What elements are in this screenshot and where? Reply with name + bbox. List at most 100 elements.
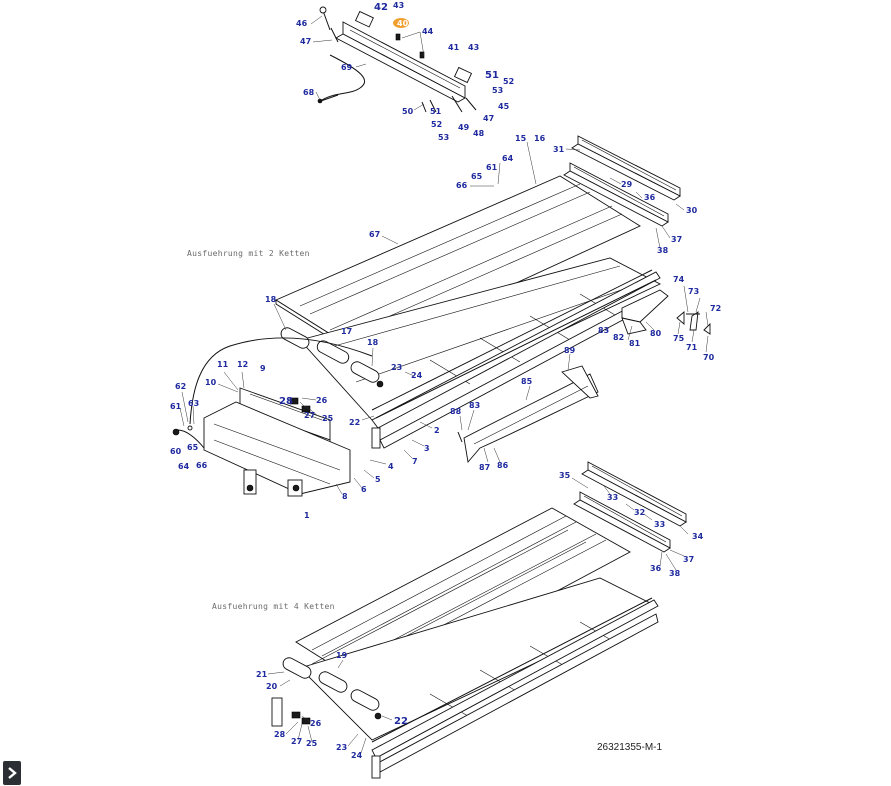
callout-label[interactable]: 37: [683, 555, 694, 564]
callout-label[interactable]: 19: [336, 651, 348, 660]
callout-label[interactable]: 43: [468, 43, 479, 52]
callout-label[interactable]: 16: [534, 134, 546, 143]
callout-label[interactable]: 64: [178, 462, 190, 471]
callout-label[interactable]: 6: [361, 485, 367, 494]
callout-label[interactable]: 37: [671, 235, 682, 244]
callout-label[interactable]: 74: [673, 275, 685, 284]
callout-label[interactable]: 66: [196, 461, 208, 470]
callout-label[interactable]: 26: [316, 396, 328, 405]
callout-label[interactable]: 50: [402, 107, 414, 116]
callout-label[interactable]: 1: [304, 511, 310, 520]
callout-label[interactable]: 22: [394, 716, 408, 727]
callout-label[interactable]: 8: [342, 492, 348, 501]
callout-label[interactable]: 51: [485, 70, 499, 81]
callout-label[interactable]: 26: [310, 719, 322, 728]
callout-label[interactable]: 23: [336, 743, 347, 752]
callout-label[interactable]: 17: [341, 327, 352, 336]
callout-label[interactable]: 18: [367, 338, 379, 347]
callout-label[interactable]: 38: [657, 246, 669, 255]
callout-label[interactable]: 65: [187, 443, 199, 452]
callout-label[interactable]: 72: [710, 304, 721, 313]
callout-label[interactable]: 51: [430, 107, 442, 116]
callout-label[interactable]: 34: [692, 532, 704, 541]
callout-label[interactable]: 80: [650, 329, 662, 338]
callout-label[interactable]: 85: [521, 377, 533, 386]
callout-label[interactable]: 33: [654, 520, 665, 529]
callout-label[interactable]: 52: [503, 77, 514, 86]
callout-label[interactable]: 52: [431, 120, 442, 129]
callout-label[interactable]: 48: [473, 129, 485, 138]
callout-label[interactable]: 66: [456, 181, 468, 190]
callout-label[interactable]: 87: [479, 463, 490, 472]
callout-label[interactable]: 83: [469, 401, 480, 410]
callout-label[interactable]: 18: [265, 295, 277, 304]
callout-label-highlighted[interactable]: 40: [397, 19, 409, 28]
callout-label[interactable]: 32: [634, 508, 645, 517]
callout-label[interactable]: 42: [374, 2, 388, 13]
callout-label[interactable]: 24: [351, 751, 363, 760]
expand-panel-button[interactable]: [3, 761, 21, 785]
callout-label[interactable]: 89: [564, 346, 576, 355]
callout-label[interactable]: 65: [471, 172, 483, 181]
callout-label[interactable]: 64: [502, 154, 514, 163]
callout-label[interactable]: 10: [205, 378, 217, 387]
callout-label[interactable]: 70: [703, 353, 715, 362]
variant-label-two-chains: Ausfuehrung mit 2 Ketten: [187, 249, 310, 258]
callout-label[interactable]: 68: [303, 88, 315, 97]
callout-label[interactable]: 46: [296, 19, 308, 28]
callout-label[interactable]: 11: [217, 360, 229, 369]
callout-label[interactable]: 23: [391, 363, 402, 372]
callout-label[interactable]: 2: [434, 426, 440, 435]
callout-label[interactable]: 49: [458, 123, 470, 132]
callout-label[interactable]: 36: [644, 193, 656, 202]
callout-label[interactable]: 29: [621, 180, 633, 189]
callout-label[interactable]: 38: [669, 569, 681, 578]
callout-label[interactable]: 71: [686, 343, 698, 352]
callout-label[interactable]: 9: [260, 364, 266, 373]
callout-label[interactable]: 20: [266, 682, 278, 691]
callout-label[interactable]: 61: [170, 402, 182, 411]
callout-label[interactable]: 82: [613, 333, 624, 342]
callout-label[interactable]: 33: [607, 493, 618, 502]
callout-label[interactable]: 60: [170, 447, 182, 456]
callout-label[interactable]: 75: [673, 334, 685, 343]
callout-label[interactable]: 47: [483, 114, 494, 123]
callout-label[interactable]: 15: [515, 134, 527, 143]
callout-label[interactable]: 67: [369, 230, 380, 239]
callout-label[interactable]: 53: [492, 86, 503, 95]
callout-label[interactable]: 27: [291, 737, 302, 746]
callout-label[interactable]: 69: [341, 63, 353, 72]
callout-label[interactable]: 73: [688, 287, 699, 296]
callout-label[interactable]: 88: [450, 407, 462, 416]
callout-label[interactable]: 31: [553, 145, 565, 154]
callout-label[interactable]: 30: [686, 206, 698, 215]
callout-label[interactable]: 4: [388, 462, 394, 471]
callout-label[interactable]: 43: [393, 1, 404, 10]
callout-label[interactable]: 5: [375, 475, 381, 484]
callout-label[interactable]: 81: [629, 339, 641, 348]
callout-label[interactable]: 12: [237, 360, 248, 369]
callout-label[interactable]: 44: [422, 27, 434, 36]
chevron-right-icon: [8, 767, 17, 779]
callout-label[interactable]: 21: [256, 670, 268, 679]
callout-label[interactable]: 47: [300, 37, 311, 46]
callout-label[interactable]: 3: [424, 444, 430, 453]
callout-label[interactable]: 45: [498, 102, 510, 111]
callout-label[interactable]: 7: [412, 457, 418, 466]
callout-label[interactable]: 36: [650, 564, 662, 573]
callout-label[interactable]: 28: [274, 730, 286, 739]
callout-label[interactable]: 27: [304, 411, 315, 420]
callout-label[interactable]: 83: [598, 326, 609, 335]
callout-label[interactable]: 25: [322, 414, 334, 423]
callout-label[interactable]: 86: [497, 461, 509, 470]
callout-label[interactable]: 28: [279, 396, 293, 407]
callout-label[interactable]: 62: [175, 382, 186, 391]
callout-label[interactable]: 53: [438, 133, 449, 142]
callout-label[interactable]: 24: [411, 371, 423, 380]
callout-label[interactable]: 35: [559, 471, 571, 480]
callout-label[interactable]: 25: [306, 739, 318, 748]
callout-label[interactable]: 41: [448, 43, 460, 52]
callout-label[interactable]: 22: [349, 418, 360, 427]
callout-label[interactable]: 61: [486, 163, 498, 172]
callout-label[interactable]: 63: [188, 399, 199, 408]
